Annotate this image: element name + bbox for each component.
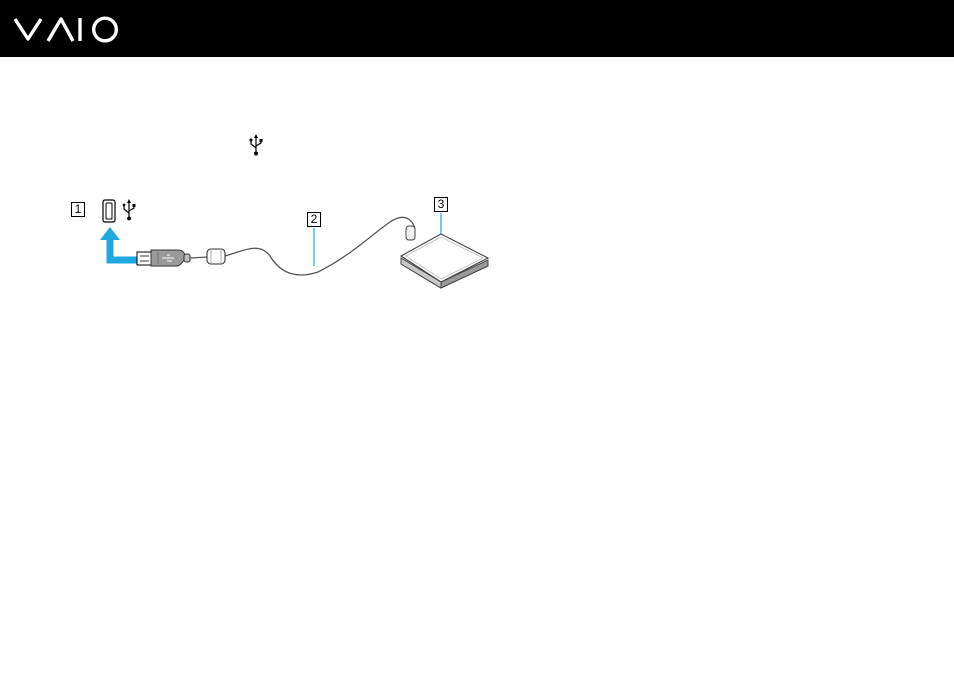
header-bar: VAIO — [0, 0, 954, 57]
ferrite-core — [207, 249, 225, 264]
usb-device-icon — [401, 226, 488, 288]
usb-plug-icon — [137, 250, 190, 266]
cable-icon — [190, 217, 415, 275]
usb-port-icon — [103, 200, 115, 222]
vaio-logo: VAIO — [14, 15, 124, 48]
insert-arrow-icon — [100, 227, 138, 260]
diagram-drawing — [60, 186, 500, 296]
vaio-logo-mark — [14, 15, 124, 43]
usb-connection-diagram: 1 2 3 — [60, 186, 500, 296]
usb-icon — [123, 199, 136, 220]
usb-icon — [248, 133, 264, 162]
